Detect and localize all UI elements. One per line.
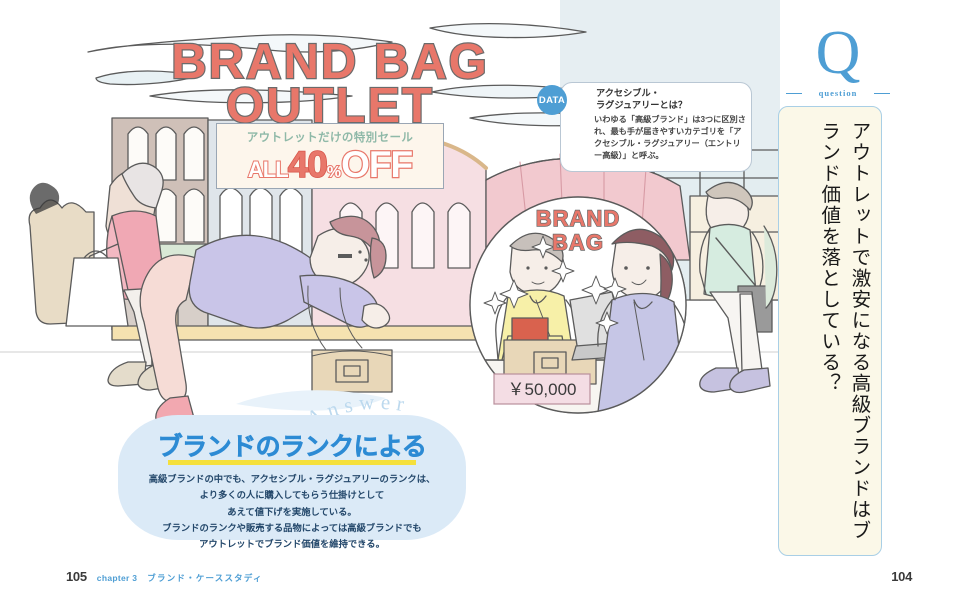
answer-headline-underline — [168, 460, 416, 465]
price-tag: ￥50,000 — [493, 373, 591, 405]
sale-subtitle: アウトレットだけの特別セール — [246, 132, 414, 144]
footer-left: 105 chapter 3 ブランド・ケーススタディ — [66, 569, 263, 584]
question-mark-icon: Q — [815, 19, 861, 87]
chapter-number: chapter 3 — [96, 573, 138, 583]
answer-body-text: 高級ブランドの中でも、アクセシブル・ラグジュアリーのランクは、 より多くの人に購… — [148, 474, 436, 550]
question-label-rule-right — [874, 93, 890, 94]
question-label: question — [818, 88, 858, 98]
svg-text:￥50,000: ￥50,000 — [508, 380, 577, 399]
poster-title-line1: BRAND BAG — [171, 35, 488, 89]
sale-discount-number: 40 — [287, 144, 329, 185]
data-callout-body: いわゆる「高級ブランド」は3つに区別され、最も手が届きやすいカテゴリを「アクセシ… — [594, 115, 746, 160]
question-text: アウトレットで激安になる高級ブランドはブランド価値を落としている？ — [778, 106, 882, 556]
sale-off-label: OFF — [340, 144, 414, 185]
answer-bubble: ブランドのランクによる 高級ブランドの中でも、アクセシブル・ラグジュアリーのラン… — [118, 415, 466, 549]
chapter-title: ブランド・ケーススタディ — [147, 573, 263, 583]
answer-headline: ブランドのランクによる — [157, 433, 427, 462]
sale-all-label: ALL — [247, 157, 290, 182]
data-callout: DATA アクセシブル・ ラグジュアリーとは？ いわゆる「高級ブランド」は3つに… — [536, 82, 752, 174]
page-number-right: 104 — [891, 569, 912, 584]
inset-sign-line1: BRAND — [536, 206, 620, 231]
inset-sign-line2: BAG — [552, 230, 604, 255]
sale-headline: ALL 40 % OFF — [247, 144, 414, 185]
data-badge: DATA — [537, 85, 567, 115]
data-callout-title: アクセシブル・ ラグジュアリーとは？ — [596, 88, 688, 111]
sale-banner: アウトレットだけの特別セール ALL 40 % OFF — [216, 123, 444, 189]
question-label-rule-left — [786, 93, 802, 94]
question-panel: Q question アウトレットで激安になる高級ブランドはブランド価値を落とし… — [778, 20, 898, 560]
page-number-left: 105 — [66, 569, 87, 584]
sale-percent-symbol: % — [326, 164, 342, 182]
data-callout-bubble — [560, 82, 752, 172]
